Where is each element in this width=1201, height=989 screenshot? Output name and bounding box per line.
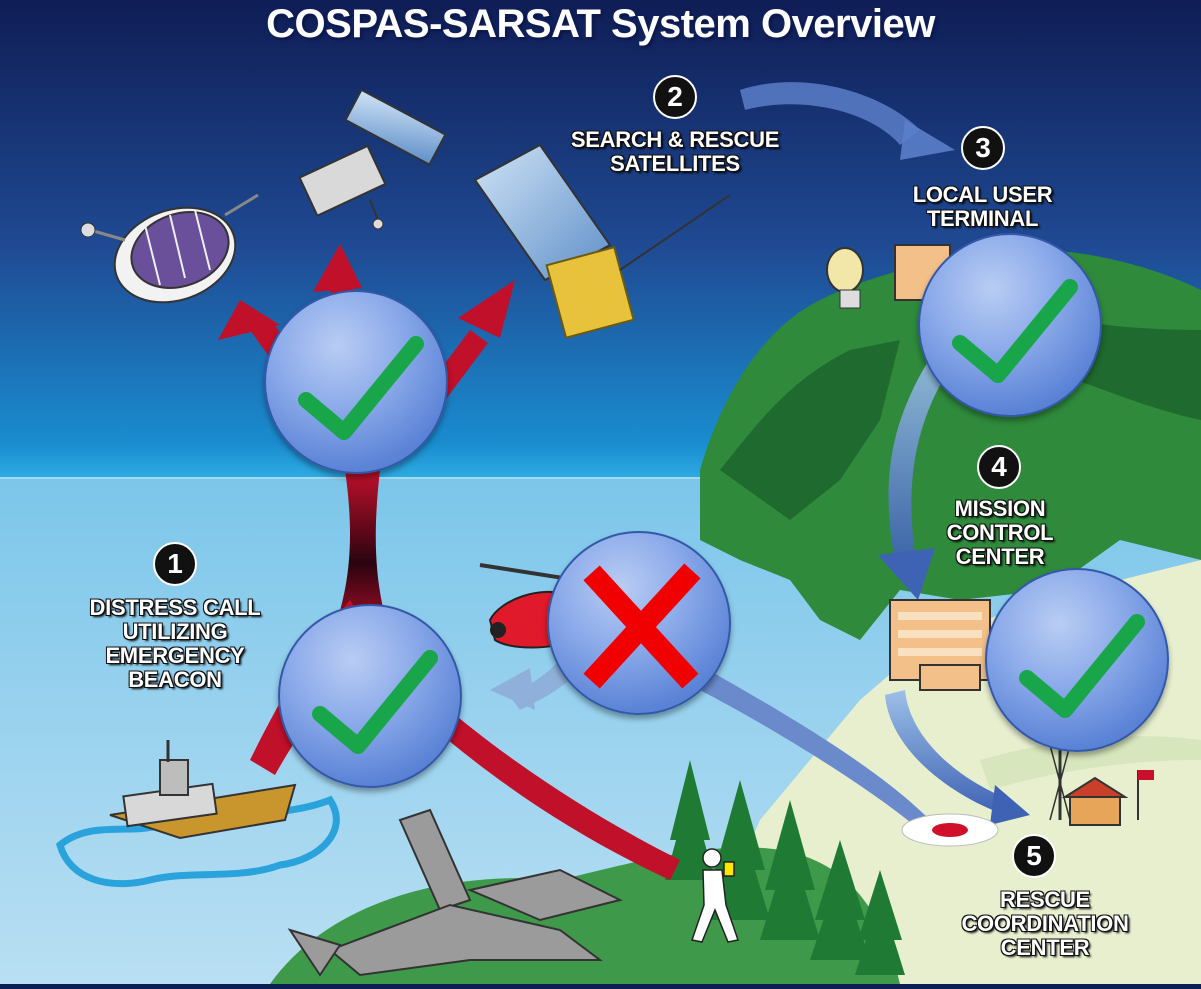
status-emergency-beacon [278,604,462,788]
step-2-label: SEARCH & RESCUE SATELLITES [570,127,780,176]
step-4-number: 4 [977,445,1021,489]
cross-icon [583,563,701,689]
step-2-number: 2 [653,75,697,119]
status-local-user-terminal [918,233,1102,417]
step-3-label: LOCAL USER TERMINAL [912,182,1053,231]
mission-control-building [889,599,991,691]
ship [109,740,297,840]
satellite-left [80,193,259,304]
diagram-title: COSPAS-SARSAT System Overview [266,2,935,46]
status-satellites-uplink [264,290,448,474]
step-3-number: 3 [961,126,1005,170]
check-icon [312,650,438,754]
step-4-label: MISSION CONTROL CENTER [946,496,1054,569]
check-icon [298,336,424,440]
crashed-aircraft [287,808,623,977]
rescue-center-building [1049,744,1154,826]
data-flow-arrows [490,82,1030,830]
satellite-right [473,143,731,339]
step-5-number: 5 [1012,834,1056,878]
status-mission-control-center [985,568,1169,752]
step-1-number: 1 [153,542,197,586]
hiker-with-beacon [691,848,739,943]
check-icon [1019,614,1145,718]
status-helicopter-link [547,531,731,715]
step-5-label: RESCUE COORDINATION CENTER [961,887,1129,960]
pine-trees [665,760,905,975]
satellite-middle [298,88,447,230]
check-icon [952,279,1078,383]
step-1-label: DISTRESS CALL UTILIZING EMERGENCY BEACON [89,595,261,692]
